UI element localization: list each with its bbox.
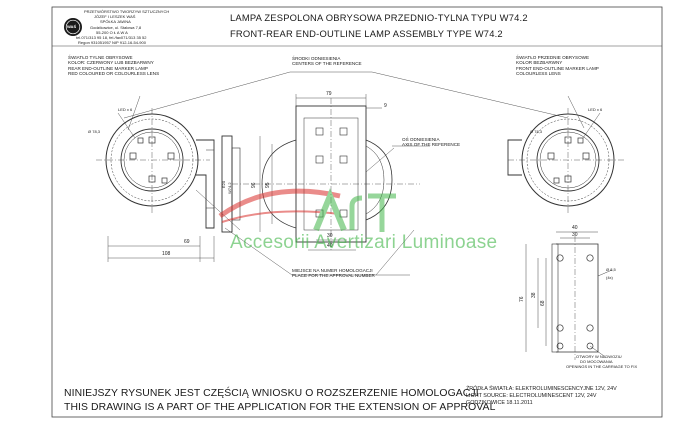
right-lamp-label-line: COLOURLESS LENS <box>516 71 561 77</box>
right-lamp-view <box>507 108 626 215</box>
mounting-holes-detail <box>525 231 613 360</box>
light-source-info: ŹRÓDŁA ŚWIATŁA: ELEKTROLUMINESCENCYJNE 1… <box>466 386 617 406</box>
watermark-logo <box>218 188 396 232</box>
dimension-38: 38 <box>531 292 537 298</box>
emark-label: E20 <box>221 180 226 188</box>
company-line: 55-200 O Ł A W A <box>96 30 128 35</box>
company-logo <box>64 18 82 36</box>
right-lamp-label: ŚWIATŁO PRZEDNIE OBRYSOWE KOLOR BEZBARWN… <box>516 55 599 77</box>
dimension-40: 40 <box>327 243 333 249</box>
light-source-english: LIGHT SOURCE: ELECTROLUMINESCENT 12V, 24… <box>466 392 597 399</box>
hole-diameter: Ø 8,5 <box>606 267 616 272</box>
dimension-76: 76 <box>519 296 525 302</box>
right-lamp-label-line: KOLOR BEZBARWNY <box>516 60 563 66</box>
drawing-date: GODZIKOWICE 18.11.2011 <box>466 399 533 406</box>
right-lamp-label-line: FRONT END-OUTLINE MARKER LAMP <box>516 65 599 71</box>
light-source-polish: ŹRÓDŁA ŚWIATŁA: ELEKTROLUMINESCENCYJNE 1… <box>466 386 617 392</box>
company-line: JÓZEF I LESZEK WAŚ <box>94 14 136 19</box>
mounting-holes-line: OPENINGS IN THE CARRIAGE TO FIX <box>566 364 638 369</box>
leader-lines <box>117 71 601 276</box>
led-count-right: LED x 6 <box>588 107 603 112</box>
watermark-text: Accesorii Avertizari Luminoase <box>230 232 498 253</box>
left-lamp-label-line: KOLOR: CZERWONY LUB BEZBARWNY <box>68 60 154 66</box>
dimension-96: 96 <box>251 182 257 188</box>
dimension-79: 79 <box>326 91 332 97</box>
dimension-30: 30 <box>327 233 333 239</box>
emark-code: W74.2 <box>227 182 232 194</box>
right-lamp-label-line: ŚWIATŁO PRZEDNIE OBRYSOWE <box>516 55 590 60</box>
left-lamp-label-line: ŚWIATŁO TYLNE OBRYSOWE <box>68 55 133 60</box>
dimension-68: 68 <box>540 300 546 306</box>
diameter-left: Ø 78,3 <box>88 129 101 134</box>
mounting-holes-line: DO MOCOWANIA <box>580 359 613 364</box>
dimension-9: 9 <box>384 103 387 109</box>
company-line: Godzikowice, ul. Stalowa 7,8 <box>90 25 142 30</box>
dimension-40-detail: 40 <box>572 225 578 231</box>
title-polish: LAMPA ZESPOLONA OBRYSOWA PRZEDNIO-TYLNA … <box>230 12 528 23</box>
centers-reference-line: ŚRODKI ODNIESIENIA <box>292 56 341 61</box>
company-line: tel.071/313 95 18, fel./fax071/313 35 52 <box>76 35 147 40</box>
approval-number-line: MIEJSCE NA NUMER HOMOLOGACJI <box>292 268 373 273</box>
left-lamp-label: ŚWIATŁO TYLNE OBRYSOWE KOLOR: CZERWONY L… <box>68 55 159 77</box>
company-line: Regon 931051957 NIP 912-16-54-900 <box>78 40 146 45</box>
dimension-95: 95 <box>265 182 271 188</box>
centers-reference-line: CENTERS OF THE REFERENCE <box>292 61 362 67</box>
left-lamp-view <box>96 108 215 229</box>
logo-text: WAŚ <box>67 24 77 29</box>
left-lamp-label-line: REAR END-OUTLINE MARKER LAMP <box>68 65 148 71</box>
title-english: FRONT-REAR END-OUTLINE LAMP ASSEMBLY TYP… <box>230 28 503 39</box>
axis-reference-label: OŚ ODNIESIENIA AXIS OF THE REFERENCE <box>402 137 460 148</box>
left-lamp-label-line: RED COLOURED OR COLOURLESS LENS <box>68 71 160 77</box>
company-line: SPÓŁKA JAWNA <box>100 19 131 24</box>
diameter-right: Ø 78,3 <box>530 129 543 134</box>
company-line: PRZETWÓRSTWO TWORZYW SZTUCZNYCH <box>84 9 170 14</box>
centers-reference-label: ŚRODKI ODNIESIENIA CENTERS OF THE REFERE… <box>292 56 362 67</box>
mounting-holes-line: OTWORY W NADWOZIU <box>576 354 622 359</box>
led-count-left: LED x 6 <box>118 107 133 112</box>
axis-reference-line: OŚ ODNIESIENIA <box>402 137 440 142</box>
approval-number-label: MIEJSCE NA NUMER HOMOLOGACJI PLACE FOR T… <box>292 268 375 279</box>
footer-english: THIS DRAWING IS A PART OF THE APPLICATIO… <box>64 402 496 413</box>
drawing-border <box>51 6 663 418</box>
dimension-108: 108 <box>162 251 171 257</box>
mounting-holes-label: OTWORY W NADWOZIU DO MOCOWANIA OPENINGS … <box>566 354 637 369</box>
dimension-30-detail: 30 <box>572 232 578 238</box>
dimension-lines <box>107 94 382 262</box>
center-side-view <box>221 98 420 250</box>
footer-polish: NINIEJSZY RYSUNEK JEST CZĘŚCIĄ WNIOSKU O… <box>64 388 479 399</box>
hole-count: (4x) <box>606 275 613 280</box>
axis-reference-line: AXIS OF THE REFERENCE <box>402 142 461 148</box>
dimension-69: 69 <box>184 239 190 245</box>
approval-number-line: PLACE FOR THE APPROVAL NUMBER <box>292 273 375 279</box>
